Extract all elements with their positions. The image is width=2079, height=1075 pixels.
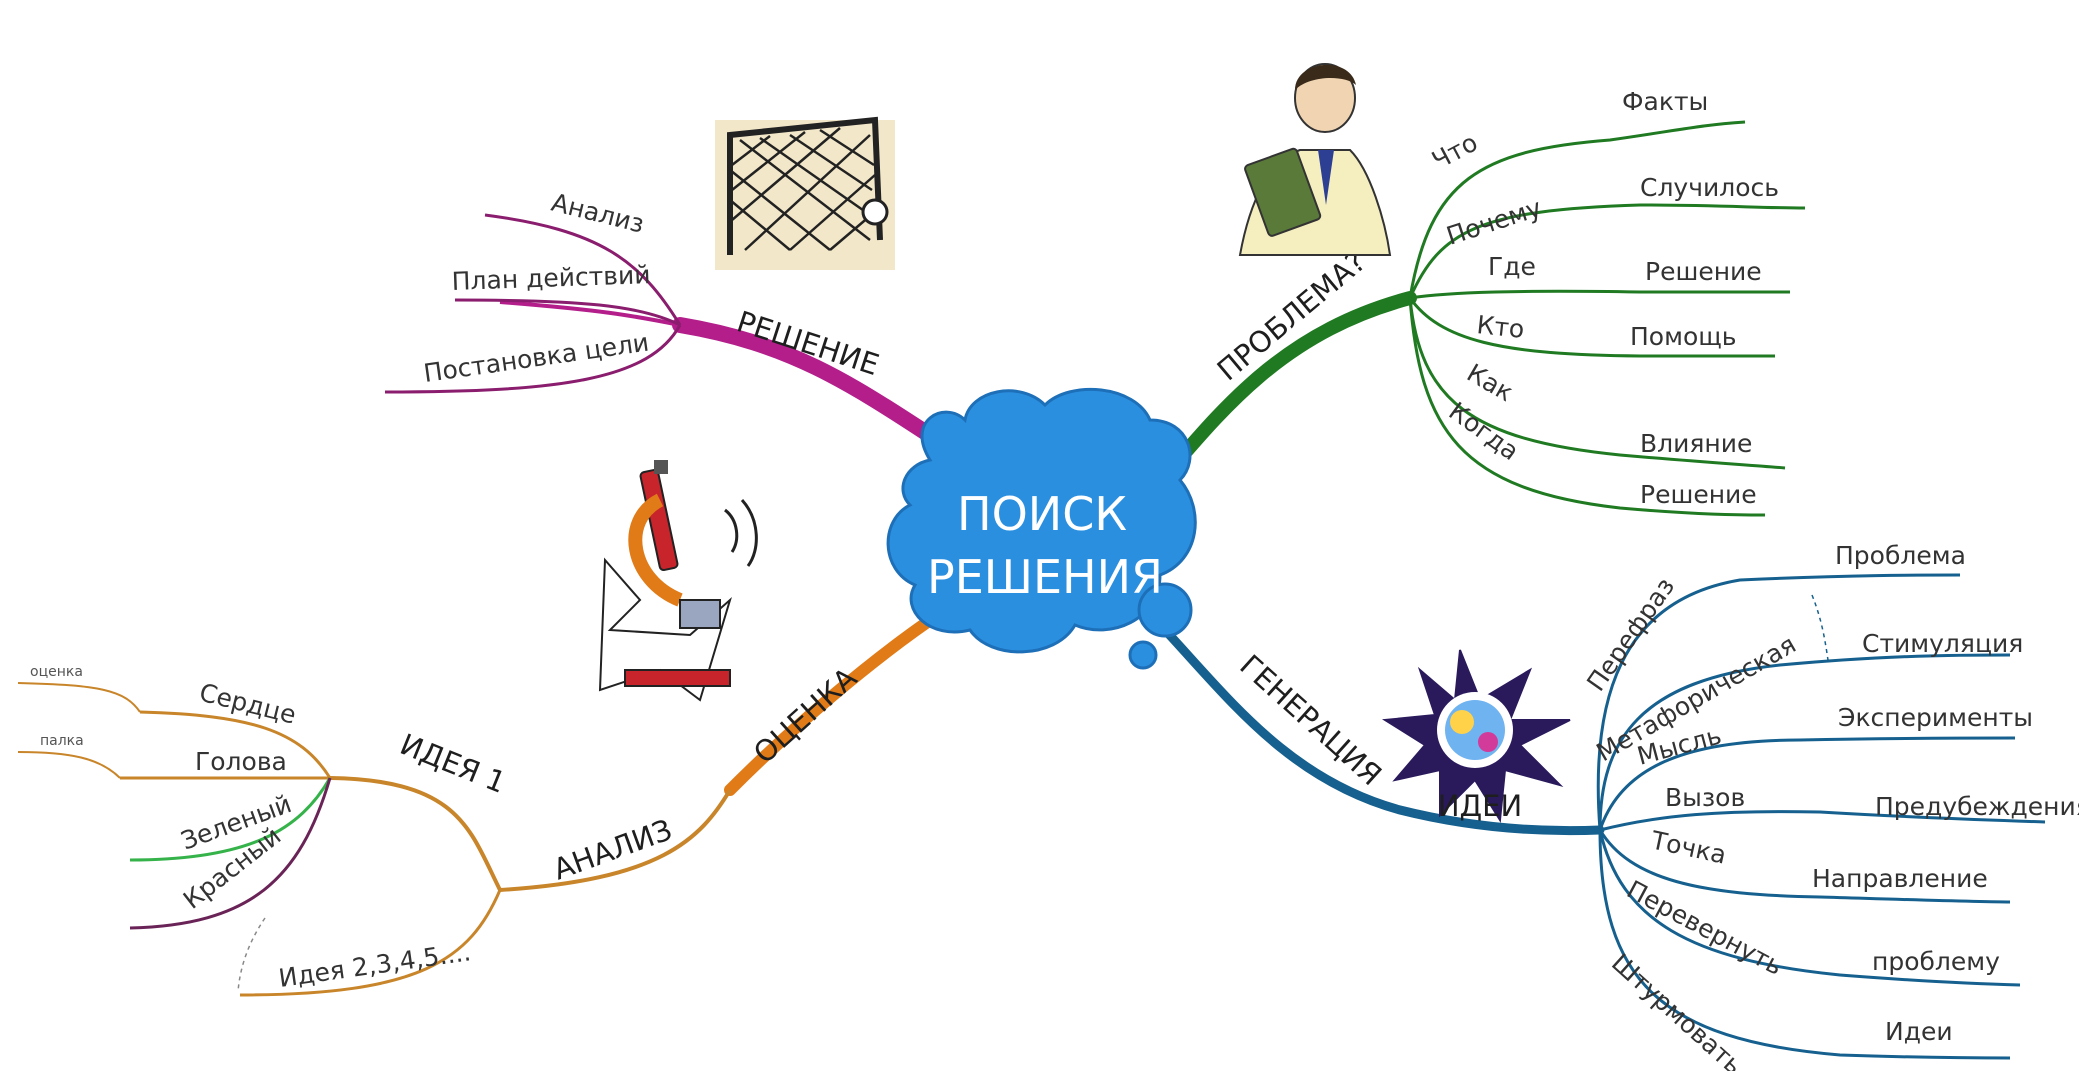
gen-problema: Проблема [1835, 541, 1966, 570]
ocenka-label: ОЦЕНКА [747, 661, 863, 771]
branch-ocenka [724, 604, 951, 796]
goal-net-icon [715, 116, 895, 270]
generacia-dashed-link [1811, 594, 1829, 661]
analiz-golova: Голова [195, 747, 287, 776]
microscope-icon [598, 460, 758, 702]
problema-pomoshch: Помощь [1630, 322, 1737, 351]
gen-perefraz: Перефраз [1581, 572, 1680, 696]
idea1-sub-golova-ext [17, 751, 121, 779]
problema-vliyanie: Влияние [1640, 429, 1752, 458]
analiz-to-idea1 [329, 776, 502, 891]
idea1-sub-krasniy [129, 777, 332, 930]
analiz-small-ocenka: оценка [30, 664, 83, 680]
generacia-left-labels: Перефраз Метафорическая Мысль Вызов Точк… [1581, 572, 1801, 1075]
reshenie-item-plan: План действий [451, 260, 651, 296]
branch-analiz [499, 788, 732, 892]
branch-generacia [1160, 625, 1605, 836]
problema-left-labels: Что Почему Где Кто Как Когда [1427, 128, 1545, 467]
analiz-small-palka: палка [40, 733, 84, 749]
man-with-folder-icon [1238, 63, 1392, 256]
problema-subbranches [1408, 120, 1806, 517]
problema-kogda: Когда [1443, 396, 1524, 466]
reshenie-sub-3 [384, 324, 682, 394]
problema-gde: Где [1488, 252, 1536, 281]
idea-burst-icon: ИДЕИ [1381, 649, 1571, 824]
problema-kto: Кто [1475, 310, 1525, 344]
gen-shturmovat: Штурмовать [1606, 948, 1748, 1071]
reshenie-sub-1 [484, 213, 682, 326]
gen-tochka: Точка [1648, 825, 1729, 869]
generacia-right-labels: Проблема Стимуляция Эксперименты Предубе… [1812, 541, 2079, 1046]
problema-reshenie: Решение [1645, 257, 1762, 286]
idea1-sub-serdce [139, 710, 332, 779]
problema-chto: Что [1427, 128, 1482, 176]
idei-caption: ИДЕИ [1438, 789, 1522, 823]
branch-problema [1163, 291, 1417, 477]
problema-pochemu: Почему [1443, 193, 1545, 251]
center-title-1: ПОИСК [957, 487, 1127, 541]
gen-problemu: проблему [1872, 947, 2000, 976]
problema-kak: Как [1462, 358, 1518, 407]
gen-vyzov: Вызов [1665, 783, 1745, 812]
gen-predubezhdeniya: Предубеждения [1875, 792, 2079, 821]
reshenie-sub-2 [454, 298, 681, 327]
reshenie-item-postanovka: Постановка цели [422, 328, 651, 388]
idea1-sub-serdce-ext [17, 682, 141, 713]
idea1-sub-zeleniy [129, 777, 332, 862]
gen-eksperimenty: Эксперименты [1838, 703, 2033, 732]
problema-fakty: Факты [1622, 87, 1708, 116]
problema-reshenie-2: Решение [1640, 480, 1757, 509]
analiz-dashed-link [237, 917, 266, 993]
center-cloud: ПОИСК РЕШЕНИЯ [886, 387, 1197, 670]
problema-sluchilos: Случилось [1640, 173, 1779, 202]
center-title-2: РЕШЕНИЯ [927, 550, 1163, 604]
generacia-subbranches [1596, 573, 2046, 1060]
gen-idei: Идеи [1885, 1017, 1953, 1046]
analiz-to-more [239, 889, 502, 997]
gen-stimulyaciya: Стимуляция [1862, 629, 2023, 658]
gen-napravlenie: Направление [1812, 864, 1988, 893]
gen-perevernut: Перевернуть [1622, 875, 1787, 981]
problema-right-labels: Факты Случилось Решение Помощь Влияние Р… [1622, 87, 1779, 509]
